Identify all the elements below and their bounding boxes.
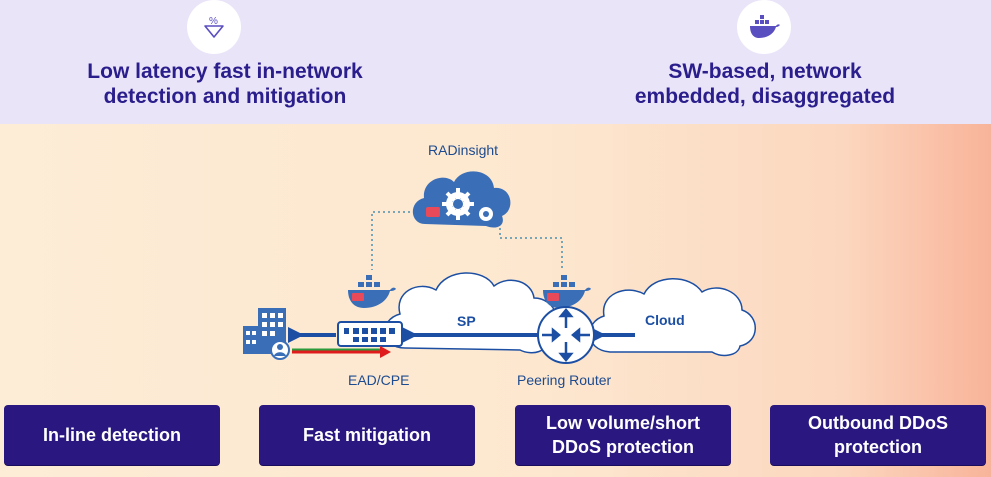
docker-whale-icon: [737, 0, 791, 54]
mgmt-link-router: [499, 218, 563, 270]
sp-cloud-label: SP: [457, 313, 476, 329]
feature-label-line1: Low volume/short: [545, 413, 700, 433]
feature-box-low-volume-ddos: Low volume/short DDoS protection: [515, 405, 731, 465]
docker-container-router-icon: [543, 275, 591, 308]
radinsight-cloud-icon: [412, 171, 511, 228]
headline-right: SW-based, network embedded, disaggregate…: [560, 59, 970, 109]
headline-left-line1: Low latency fast in-network: [87, 60, 363, 83]
threat-arrowhead: [380, 346, 391, 358]
enterprise-building-icon: [243, 308, 290, 360]
headline-right-line2: embedded, disaggregated: [634, 85, 896, 108]
peering-router-icon: [537, 306, 595, 364]
feature-label-line1: Outbound DDoS: [808, 413, 948, 433]
feature-label: In-line detection: [42, 425, 181, 445]
headline-left-line2: detection and mitigation: [103, 85, 347, 108]
feature-box-inline-detection: In-line detection: [4, 405, 220, 465]
cloud-label: Cloud: [645, 312, 685, 328]
ead-cpe-label: EAD/CPE: [348, 372, 410, 388]
svg-text:%: %: [209, 16, 218, 27]
header-band: [0, 0, 991, 124]
percent-down-arrow-icon: %: [187, 0, 241, 54]
feature-label-line2: DDoS protection: [552, 437, 694, 457]
headline-right-line1: SW-based, network: [668, 60, 862, 83]
mgmt-link-ead: [371, 211, 430, 270]
feature-label-line2: protection: [834, 437, 922, 457]
feature-label: Fast mitigation: [302, 425, 431, 445]
peering-router-label: Peering Router: [517, 372, 612, 388]
headline-left: Low latency fast in-network detection an…: [20, 59, 430, 109]
feature-box-fast-mitigation: Fast mitigation: [259, 405, 475, 465]
ead-cpe-device-icon: [337, 321, 403, 347]
docker-container-ead-icon: [348, 275, 396, 308]
radinsight-label: RADinsight: [428, 142, 499, 158]
feature-box-outbound-ddos: Outbound DDoS protection: [770, 405, 986, 465]
